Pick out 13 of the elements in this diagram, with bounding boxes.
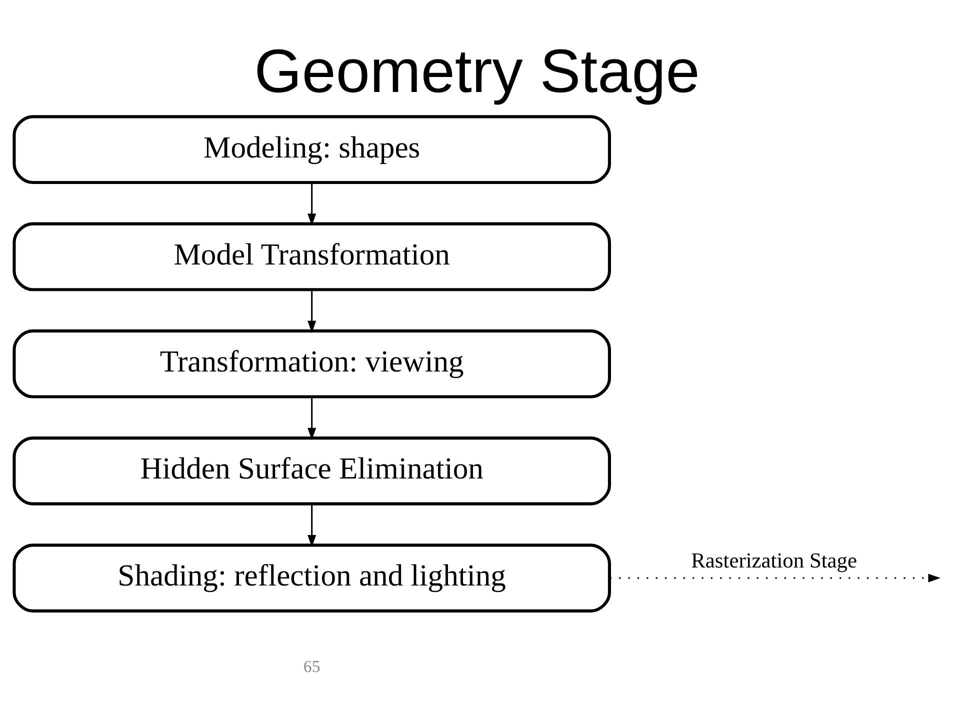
node-box: Shading: reflection and lighting: [12, 544, 611, 612]
arrow: [308, 504, 316, 548]
node-box: Model Transformation: [12, 222, 611, 292]
arrow: [308, 397, 316, 440]
arrow: [610, 574, 940, 582]
diagram-title: Geometry Stage: [254, 37, 700, 106]
edge-label: Rasterization Stage: [691, 548, 858, 573]
node-box: Modeling: shapes: [12, 115, 611, 184]
arrow: [308, 182, 316, 226]
arrow: [308, 290, 316, 334]
label: 65: [303, 656, 320, 676]
node-box: Transformation: viewing: [12, 329, 611, 398]
node-box: Hidden Surface Elimination: [12, 436, 611, 506]
